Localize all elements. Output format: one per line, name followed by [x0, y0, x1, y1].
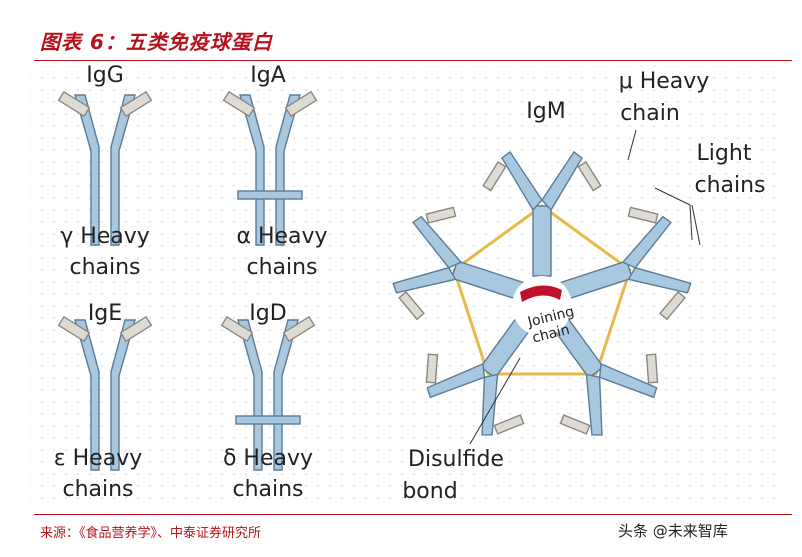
- ige-chains-label: chains: [62, 477, 133, 502]
- igd-label: IgD: [249, 301, 286, 326]
- igg-label: IgG: [86, 63, 124, 88]
- bond-label: bond: [402, 479, 457, 504]
- disulfide-label: Disulfide: [408, 447, 504, 472]
- source-note: 来源：《食品营养学》、中泰证券研究所: [40, 526, 262, 541]
- light-chains-pointer: [654, 187, 693, 241]
- igd-antibody: [220, 316, 316, 471]
- igg-heavy-chain-label: γ Heavy: [60, 224, 150, 249]
- iga-label: IgA: [250, 63, 286, 88]
- iga-antibody: [222, 91, 318, 246]
- mu-chain-pointer: [627, 129, 637, 161]
- joining-chain: [520, 285, 562, 302]
- disulfide-bonds: [452, 204, 632, 376]
- igm-label: IgM: [526, 99, 565, 124]
- igd-heavy-chain-label: δ Heavy: [223, 446, 313, 471]
- mu-heavy-label: μ Heavy: [619, 69, 710, 94]
- light-label: Light: [697, 141, 752, 166]
- light-chains-label: chains: [694, 173, 765, 198]
- title-divider: [34, 60, 792, 61]
- figure-title: 图表 6：五类免疫球蛋白: [40, 30, 273, 54]
- igm-pentamer: [384, 151, 700, 452]
- watermark: 头条 @未来智库: [618, 522, 728, 540]
- iga-heavy-chain-label: α Heavy: [236, 224, 327, 249]
- disulfide-pointer: [469, 357, 521, 445]
- ige-label: IgE: [88, 301, 122, 326]
- iga-chains-label: chains: [246, 255, 317, 280]
- igd-chains-label: chains: [232, 477, 303, 502]
- igg-chains-label: chains: [69, 255, 140, 280]
- footer-divider: [34, 514, 792, 515]
- ige-heavy-chain-label: ε Heavy: [54, 446, 142, 471]
- mu-chain-label: chain: [620, 101, 680, 126]
